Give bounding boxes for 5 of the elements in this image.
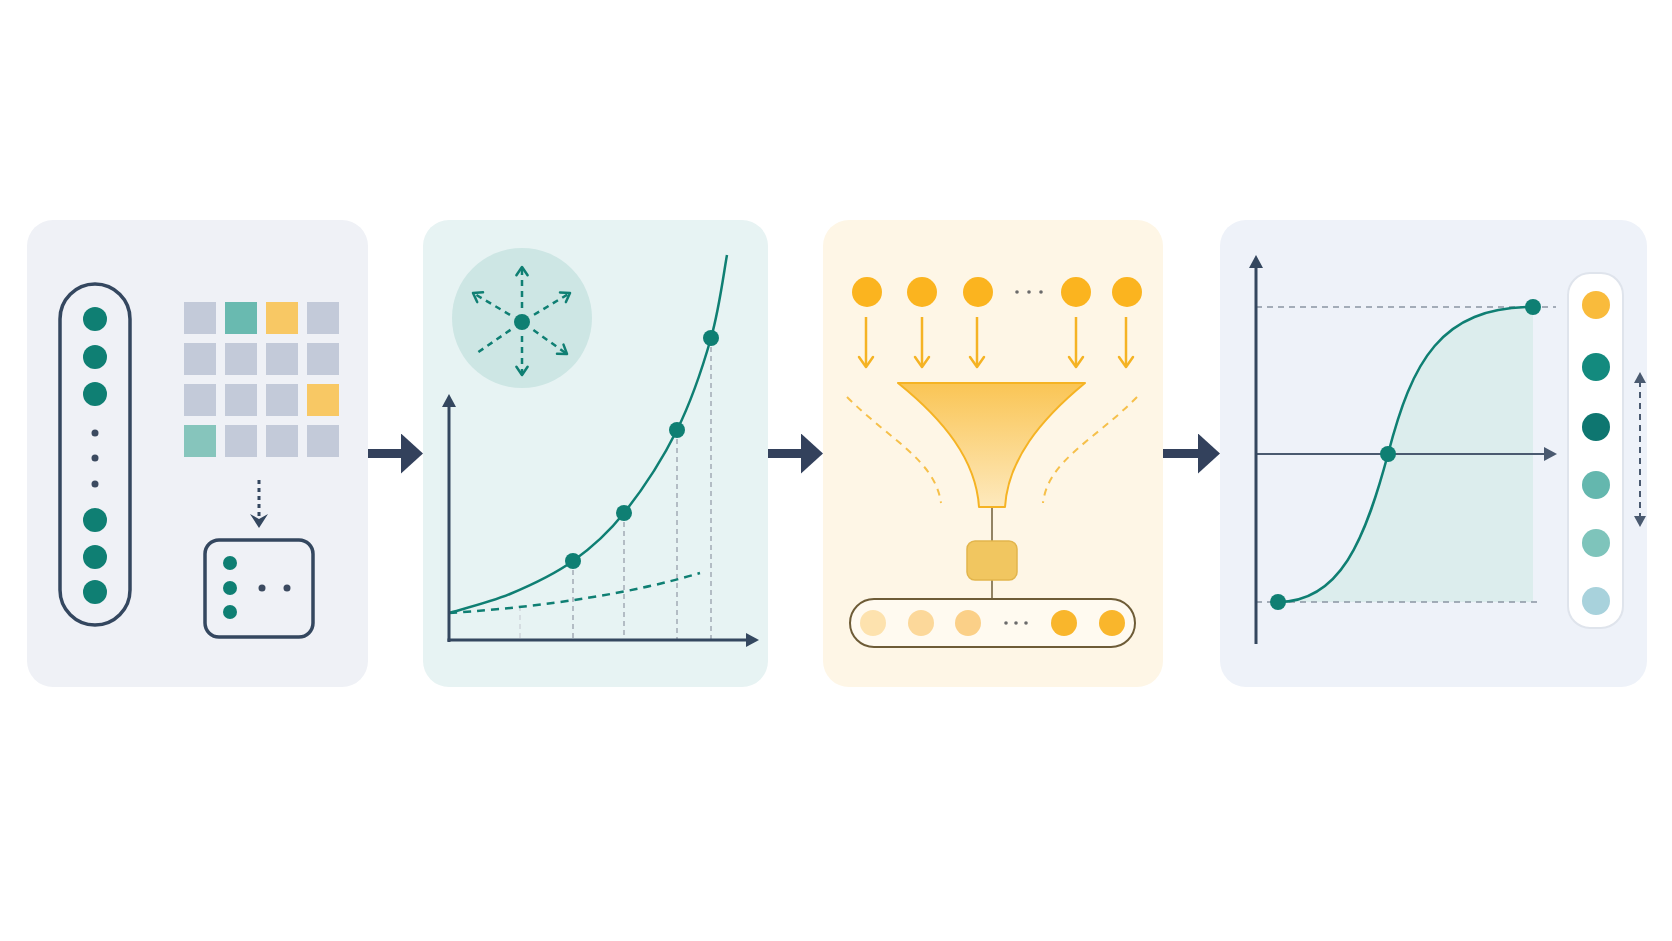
panel (27, 220, 368, 687)
panel (823, 220, 1163, 687)
arrow (768, 433, 823, 474)
arrow (1163, 433, 1220, 474)
arrow (368, 433, 423, 474)
